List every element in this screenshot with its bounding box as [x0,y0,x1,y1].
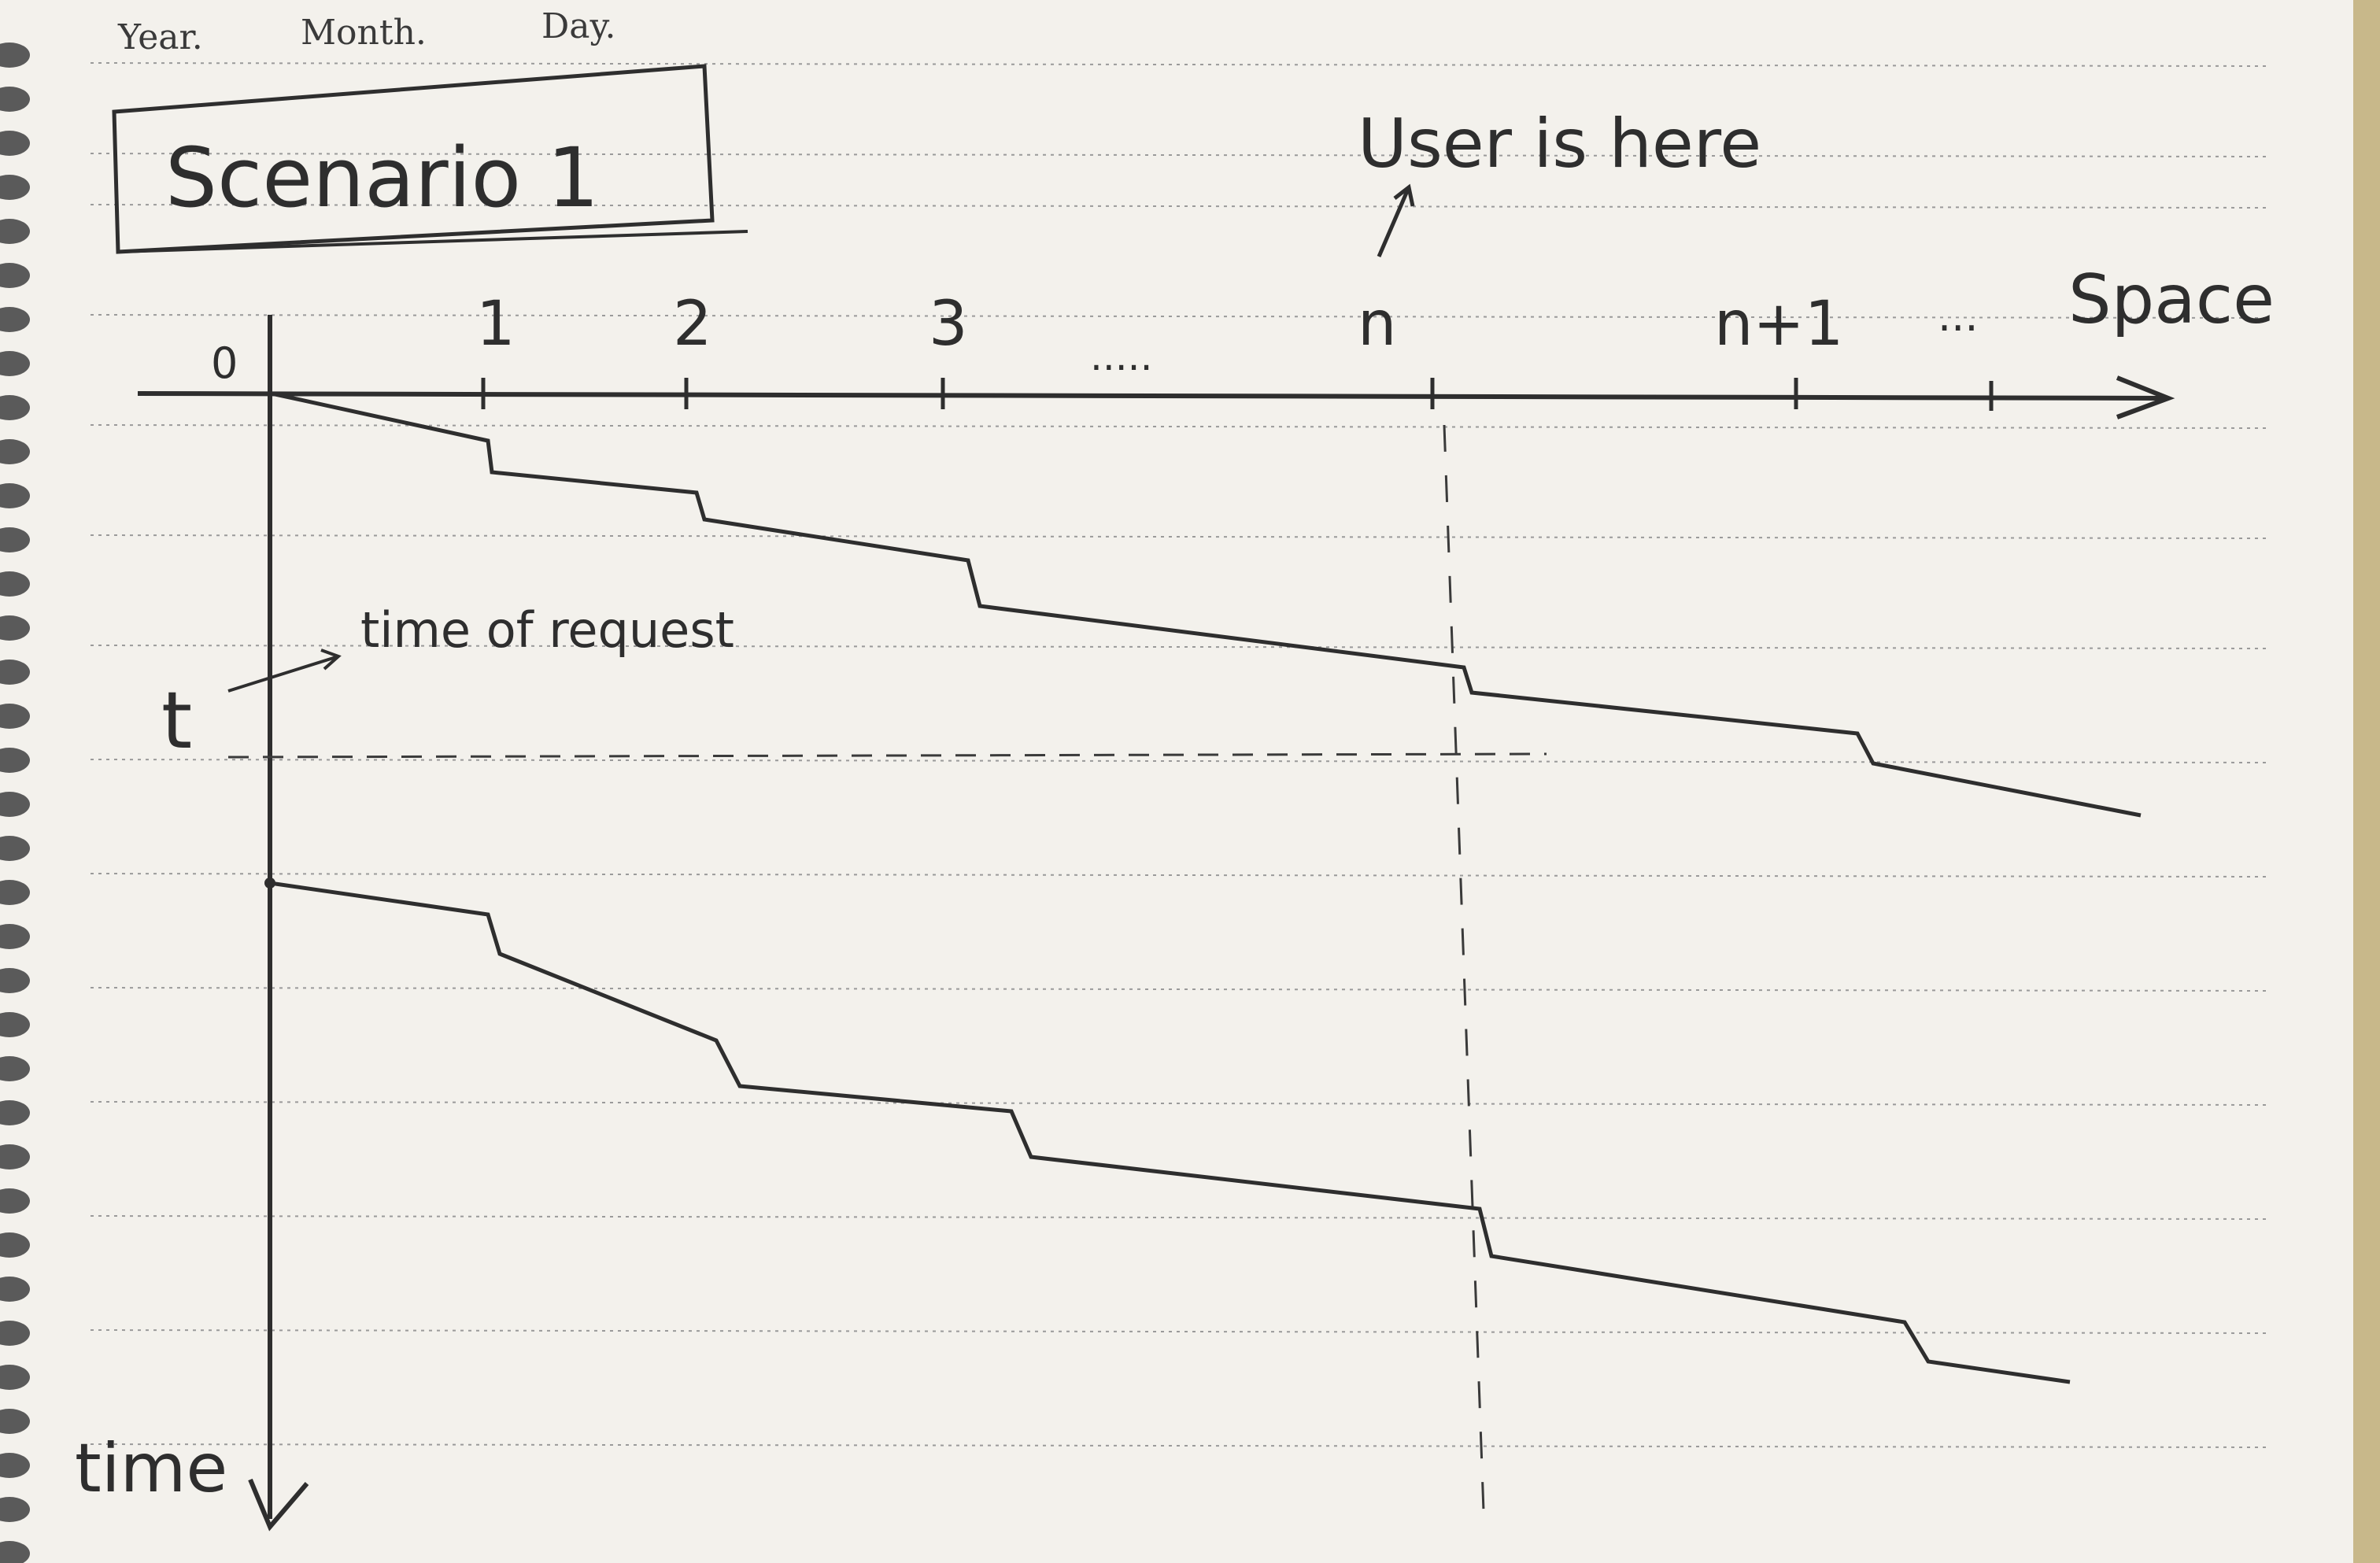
space-ellipsis-1: ..... [1090,334,1152,379]
binder-ring [0,1100,30,1125]
binder-ring [0,748,30,773]
binder-ring [0,1277,30,1302]
ruled-line [90,987,2267,992]
binder-ring [0,219,30,244]
binder-ring [0,704,30,729]
binder-ring [0,351,30,376]
binder-ring [0,880,30,905]
year-label: Year. [118,17,203,57]
month-label: Month. [301,13,427,53]
binder-ring [0,968,30,993]
ruled-line [90,759,2267,763]
space-ellipsis-2: ... [1938,291,1979,341]
binder-ring [0,1541,30,1563]
ruled-line [90,153,2267,157]
space-tick-label: n [1358,289,1396,360]
binder-ring [0,1365,30,1390]
time-axis-label: time [75,1429,227,1508]
spiral-binding [0,42,30,1563]
space-axis [137,375,2175,419]
binder-ring [0,1056,30,1081]
binder-ring [0,571,30,597]
request-time-dashed-line [227,752,1547,759]
binder-ring [0,42,30,68]
title-box: Scenario 1 [112,64,748,254]
space-tick-label: n+1 [1714,289,1843,360]
binder-ring [0,1453,30,1478]
ruled-line [90,645,2267,649]
binder-ring [0,395,30,420]
ruled-lines [90,62,2267,1448]
ruled-line [90,1215,2267,1220]
ruled-line [90,314,2267,319]
ruled-line [90,1101,2267,1106]
ruled-line [90,204,2267,209]
ruled-line [90,534,2267,539]
binder-ring [0,1232,30,1258]
space-tick-label: 2 [673,289,712,360]
binder-ring [0,1497,30,1522]
time-axis [248,315,309,1532]
request-pointer-arrow [227,648,342,693]
ruled-line [90,1329,2267,1334]
user-arrow [1377,183,1415,257]
binder-ring [0,924,30,949]
user-is-here-note: User is here [1358,105,1761,183]
binder-ring [0,307,30,332]
binder-ring [0,1188,30,1214]
user-position-dashed-line [1443,424,1485,1512]
trajectory-lower [269,881,2071,1384]
ruled-line [90,1443,2267,1448]
origin-label: 0 [211,338,238,388]
scenario-title: Scenario 1 [165,130,599,226]
binder-ring [0,527,30,552]
binder-ring [0,175,30,200]
binder-ring [0,87,30,112]
binder-ring [0,263,30,288]
time-of-request-note: time of request [360,601,734,659]
binder-ring [0,1321,30,1346]
trajectory-upper [271,391,2142,818]
space-axis-label: Space [2068,260,2275,339]
lower-trajectory-start-dot [264,878,275,889]
binder-ring [0,1409,30,1434]
binder-ring [0,660,30,685]
space-axis-ticks: 1 2 3 n n+1 [476,289,1994,411]
ruled-line [90,873,2267,878]
request-time-label: t [161,674,192,767]
day-label: Day. [541,6,616,46]
ruled-line [90,62,2267,67]
binder-ring [0,836,30,861]
binder-ring [0,792,30,817]
space-tick-label: 3 [929,289,968,360]
binder-ring [0,439,30,464]
binder-ring [0,131,30,156]
binder-ring [0,1144,30,1169]
binder-ring [0,483,30,508]
binder-ring [0,1012,30,1037]
ruled-line [90,424,2267,429]
binder-ring [0,615,30,641]
space-tick-label: 1 [476,289,516,360]
